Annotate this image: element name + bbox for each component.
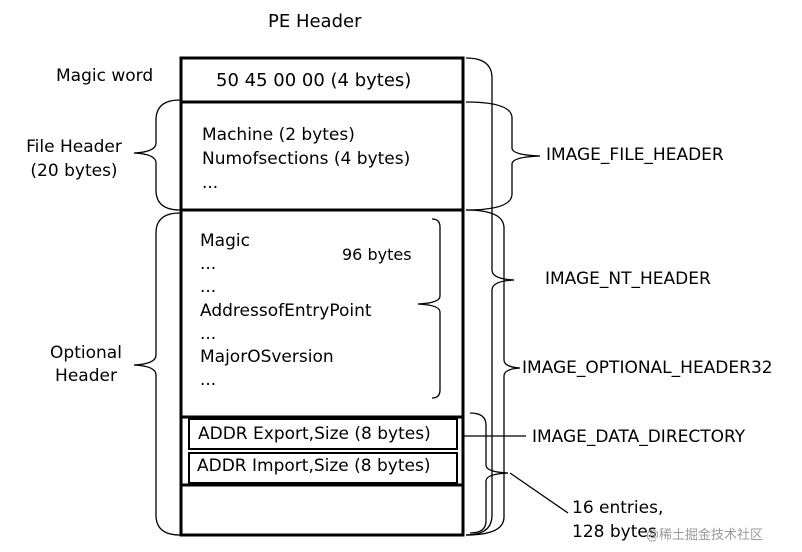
optional-header-label-line2: Header <box>55 366 117 387</box>
brace-optional-header <box>133 212 181 536</box>
field-ellipsis-2: ... <box>200 277 217 298</box>
field-ellipsis-3: ... <box>200 323 217 344</box>
optional-header-label-line1: Optional <box>50 343 122 363</box>
signature-text: 50 45 00 00 (4 bytes) <box>216 70 412 91</box>
export-entry-text: ADDR Export,Size (8 bytes) <box>198 424 431 444</box>
entries-label-line2: 128 bytes <box>572 522 657 542</box>
file-header-fields: Machine (2 bytes) Numofsections (4 bytes… <box>202 123 410 195</box>
import-entry-text: ADDR Import,Size (8 bytes) <box>197 456 431 476</box>
watermark-text: @稀土掘金技术社区 <box>646 528 764 543</box>
image-nt-header-label: IMAGE_NT_HEADER <box>545 269 711 289</box>
export-entry-box <box>188 418 458 450</box>
brace-nt-header <box>465 57 515 536</box>
image-data-directory-label: IMAGE_DATA_DIRECTORY <box>532 427 746 447</box>
field-ellipsis-4: ... <box>200 370 217 391</box>
entries-label-line1: 16 entries, <box>572 498 664 518</box>
field-machine: Machine (2 bytes) <box>202 125 355 145</box>
brace-file-header <box>133 99 181 211</box>
field-magic: Magic <box>200 231 250 251</box>
bytes-96-label: 96 bytes <box>342 245 412 264</box>
file-header-label-line2: (20 bytes) <box>30 161 118 182</box>
field-major-os-version: MajorOSversion <box>200 347 334 368</box>
field-address-of-entry-point: AddressofEntryPoint <box>200 300 372 321</box>
connector-entries <box>509 472 569 514</box>
image-file-header-label: IMAGE_FILE_HEADER <box>546 145 724 165</box>
brace-file-header-right <box>465 101 541 211</box>
field-ellipsis: ... <box>202 173 219 193</box>
field-numofsections: Numofsections (4 bytes) <box>202 149 411 169</box>
optional-header-fields: Magic ... ... AddressofEntryPoint ... Ma… <box>200 230 372 392</box>
outer-box <box>179 56 465 537</box>
entries-label: 16 entries, 128 bytes <box>572 496 663 544</box>
field-ellipsis-1: ... <box>200 254 217 275</box>
brace-96-bytes <box>417 218 441 399</box>
import-entry-box <box>188 452 458 484</box>
brace-entries <box>469 412 509 534</box>
file-header-label: File Header (20 bytes) <box>14 137 134 182</box>
optional-header-label: Optional Header <box>36 343 136 387</box>
brace-optional-header-right <box>465 209 521 536</box>
file-header-label-line1: File Header <box>26 137 122 157</box>
diagram-title: PE Header <box>268 11 362 32</box>
image-optional-header32-label: IMAGE_OPTIONAL_HEADER32 <box>522 358 773 378</box>
magic-word-label: Magic word <box>56 66 154 86</box>
